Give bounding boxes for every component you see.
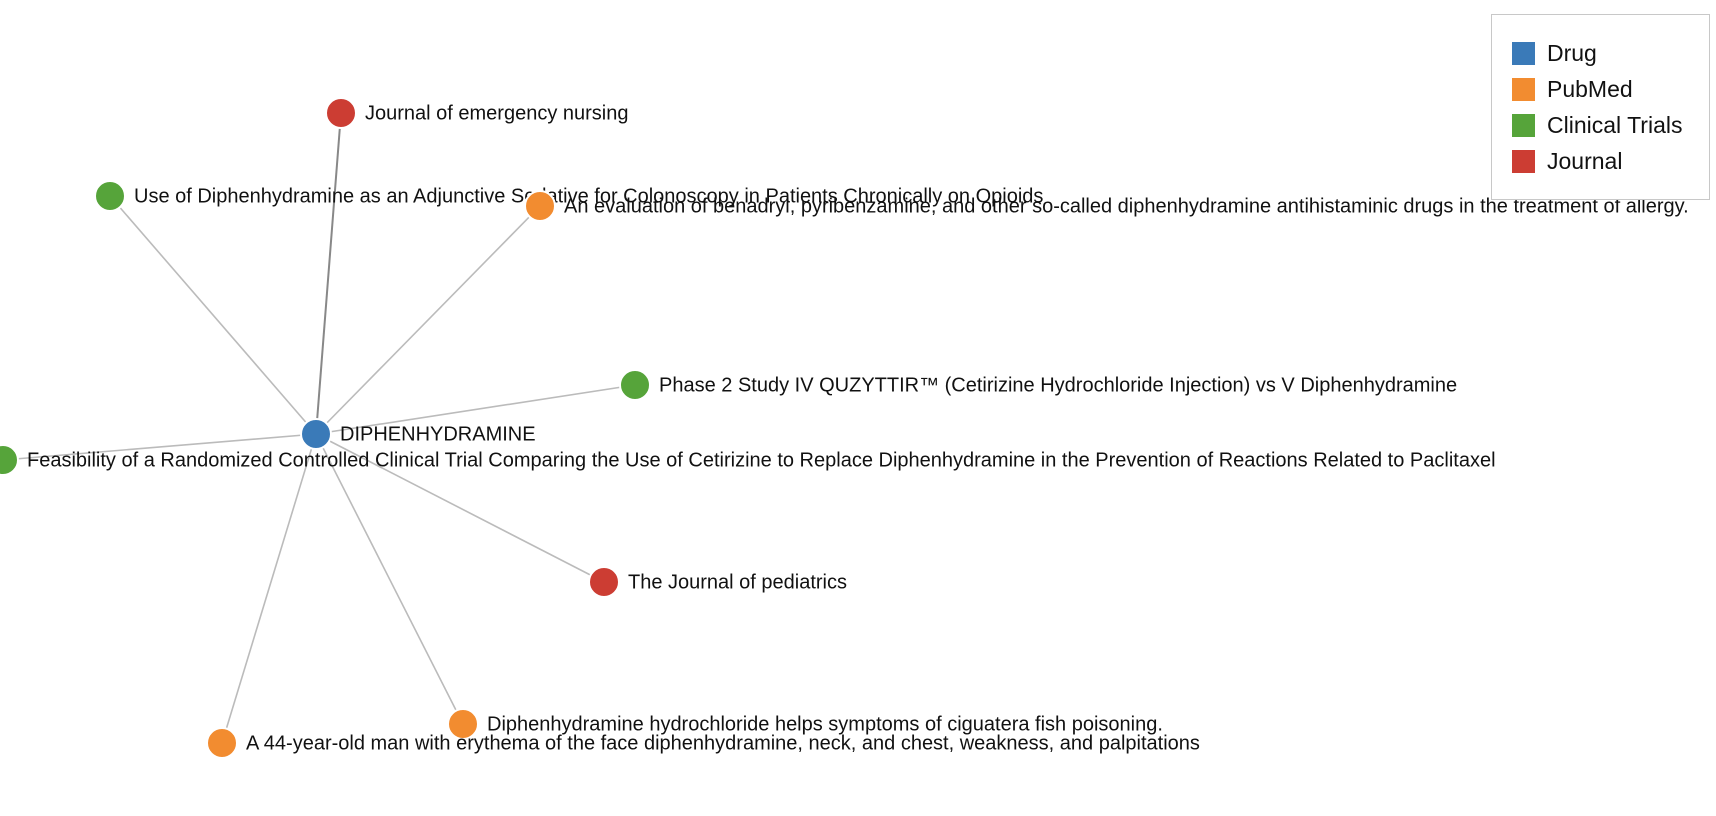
node-circle-pubmed-ciguatera[interactable] — [447, 708, 479, 740]
legend-swatch-clinical-trials — [1512, 113, 1535, 137]
node-label-journal-pediatrics: The Journal of pediatrics — [628, 571, 847, 593]
node-pubmed-benadryl[interactable]: An evaluation of benadryl, pyribenzamine… — [524, 190, 1689, 222]
edge-diphenhydramine-journal-emergency-nursing — [315, 112, 342, 435]
node-pubmed-erythema[interactable]: A 44-year-old man with erythema of the f… — [206, 727, 1200, 759]
legend: Drug PubMed Clinical Trials Journal — [1491, 14, 1710, 200]
node-diphenhydramine[interactable]: DIPHENHYDRAMINE — [300, 418, 536, 450]
legend-item-drug: Drug — [1512, 35, 1709, 71]
node-circle-trial-paclitaxel[interactable] — [0, 444, 19, 476]
node-label-journal-emergency-nursing: Journal of emergency nursing — [365, 102, 628, 124]
node-pubmed-ciguatera[interactable]: Diphenhydramine hydrochloride helps symp… — [447, 708, 1163, 740]
node-label-trial-quzyttir: Phase 2 Study IV QUZYTTIR™ (Cetirizine H… — [659, 374, 1457, 396]
edge-diphenhydramine-pubmed-ciguatera — [315, 433, 464, 725]
node-label-pubmed-erythema: A 44-year-old man with erythema of the f… — [246, 732, 1200, 754]
node-trial-colonoscopy[interactable]: Use of Diphenhydramine as an Adjunctive … — [94, 180, 1043, 212]
node-trial-quzyttir[interactable]: Phase 2 Study IV QUZYTTIR™ (Cetirizine H… — [619, 369, 1457, 401]
node-circle-journal-emergency-nursing[interactable] — [325, 97, 357, 129]
node-circle-pubmed-erythema[interactable] — [206, 727, 238, 759]
node-circle-trial-colonoscopy[interactable] — [94, 180, 126, 212]
edge-diphenhydramine-pubmed-benadryl — [315, 205, 541, 435]
node-label-trial-colonoscopy: Use of Diphenhydramine as an Adjunctive … — [134, 185, 1043, 207]
legend-label: Clinical Trials — [1547, 111, 1683, 138]
node-layer: DIPHENHYDRAMINE Journal of emergency nurs… — [0, 97, 1689, 759]
node-label-pubmed-benadryl: An evaluation of benadryl, pyribenzamine… — [564, 195, 1689, 217]
node-journal-emergency-nursing[interactable]: Journal of emergency nursing — [325, 97, 628, 129]
node-circle-diphenhydramine[interactable] — [300, 418, 332, 450]
node-circle-journal-pediatrics[interactable] — [588, 566, 620, 598]
legend-swatch-drug — [1512, 41, 1535, 65]
edge-diphenhydramine-journal-pediatrics — [315, 433, 605, 583]
edge-diphenhydramine-pubmed-erythema — [221, 433, 317, 744]
edge-diphenhydramine-trial-colonoscopy — [109, 195, 317, 435]
node-label-trial-paclitaxel: Feasibility of a Randomized Controlled C… — [27, 449, 1496, 471]
legend-item-pubmed: PubMed — [1512, 71, 1709, 107]
legend-label: PubMed — [1547, 75, 1633, 102]
edge-layer — [2, 112, 636, 744]
edge-diphenhydramine-trial-quzyttir — [315, 384, 636, 435]
node-label-pubmed-ciguatera: Diphenhydramine hydrochloride helps symp… — [487, 713, 1163, 735]
edge-diphenhydramine-trial-paclitaxel — [2, 433, 317, 461]
legend-swatch-journal — [1512, 149, 1535, 173]
legend-swatch-pubmed — [1512, 77, 1535, 101]
legend-label: Drug — [1547, 39, 1597, 66]
legend-item-journal: Journal — [1512, 143, 1709, 179]
legend-item-clinical-trials: Clinical Trials — [1512, 107, 1709, 143]
node-circle-trial-quzyttir[interactable] — [619, 369, 651, 401]
node-label-diphenhydramine: DIPHENHYDRAMINE — [340, 423, 536, 445]
legend-label: Journal — [1547, 147, 1623, 174]
node-journal-pediatrics[interactable]: The Journal of pediatrics — [588, 566, 847, 598]
node-trial-paclitaxel[interactable]: Feasibility of a Randomized Controlled C… — [0, 444, 1496, 476]
node-circle-pubmed-benadryl[interactable] — [524, 190, 556, 222]
